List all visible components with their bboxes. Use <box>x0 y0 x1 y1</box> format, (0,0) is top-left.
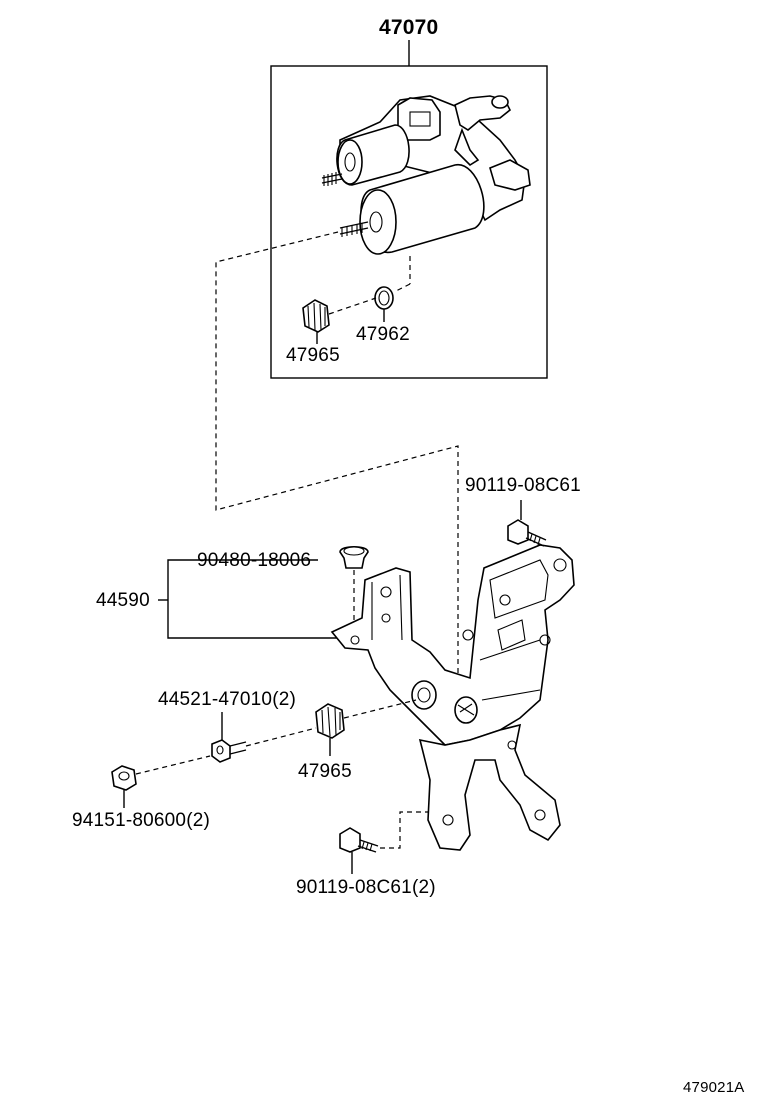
label-grommet-bracket: 90480-18006 <box>197 550 312 571</box>
grommet-upper-47965 <box>302 299 330 333</box>
label-gasket-ring: 47962 <box>356 324 410 345</box>
grommet-90480 <box>339 545 369 569</box>
label-bracket-assy: 44590 <box>96 590 150 611</box>
label-grommet-lower: 47965 <box>298 761 352 782</box>
bolt-44521 <box>211 739 247 763</box>
label-actuator-assy: 47070 <box>379 16 439 39</box>
label-bolt-bottom: 90119-08C61(2) <box>296 877 436 898</box>
bracket-leader <box>167 559 340 639</box>
bracket-assembly-44590 <box>330 544 575 851</box>
label-bolt-washer: 44521-47010(2) <box>158 689 297 710</box>
grommet-lower-47965 <box>315 703 345 739</box>
bolt-90119-top <box>507 519 547 547</box>
gasket-ring-47962 <box>374 286 394 310</box>
bolt-90119-bottom <box>339 827 379 853</box>
nut-94151 <box>111 765 137 791</box>
diagram-code: 479021A <box>683 1079 745 1096</box>
label-nut: 94151-80600(2) <box>72 810 211 831</box>
actuator-assembly <box>321 95 531 255</box>
label-bolt-top-right: 90119-08C61 <box>465 475 581 496</box>
label-grommet-upper: 47965 <box>286 345 340 366</box>
